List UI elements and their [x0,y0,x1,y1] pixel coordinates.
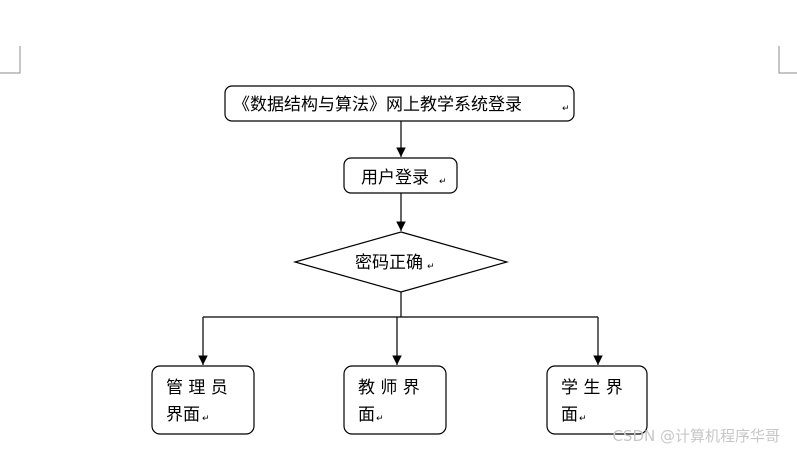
student-node-line1: 学 生 界 [561,378,623,398]
teacher-node: 教 师 界 面 ↵ [343,365,447,435]
login-node: 用户登录 ↵ [343,157,458,194]
admin-node: 管 理 员 界面 ↵ [151,365,255,435]
student-node: 学 生 界 面 ↵ [546,365,648,435]
branch-connectors [198,292,603,365]
login-node-label: 用户登录 [361,168,429,188]
csdn-watermark: CSDN @计算机程序华哥 [612,427,780,445]
return-mark: ↵ [562,104,570,114]
student-node-line2: 面 [561,405,578,425]
admin-node-line1: 管 理 员 [166,378,228,398]
admin-node-line2: 界面 [166,405,200,425]
return-mark: ↵ [579,414,587,424]
page-corner-marks [0,46,797,74]
return-mark: ↵ [202,414,210,424]
teacher-node-line1: 教 师 界 [358,378,420,398]
title-node-label: 《数据结构与算法》网上教学系统登录 [233,95,522,115]
title-node: 《数据结构与算法》网上教学系统登录 ↵ [224,85,575,122]
decision-node-label: 密码正确 [355,253,423,273]
teacher-node-line2: 面 [358,405,375,425]
return-mark: ↵ [427,262,435,272]
decision-node: 密码正确 ↵ [292,231,510,293]
return-mark: ↵ [439,177,447,187]
return-mark: ↵ [376,414,384,424]
